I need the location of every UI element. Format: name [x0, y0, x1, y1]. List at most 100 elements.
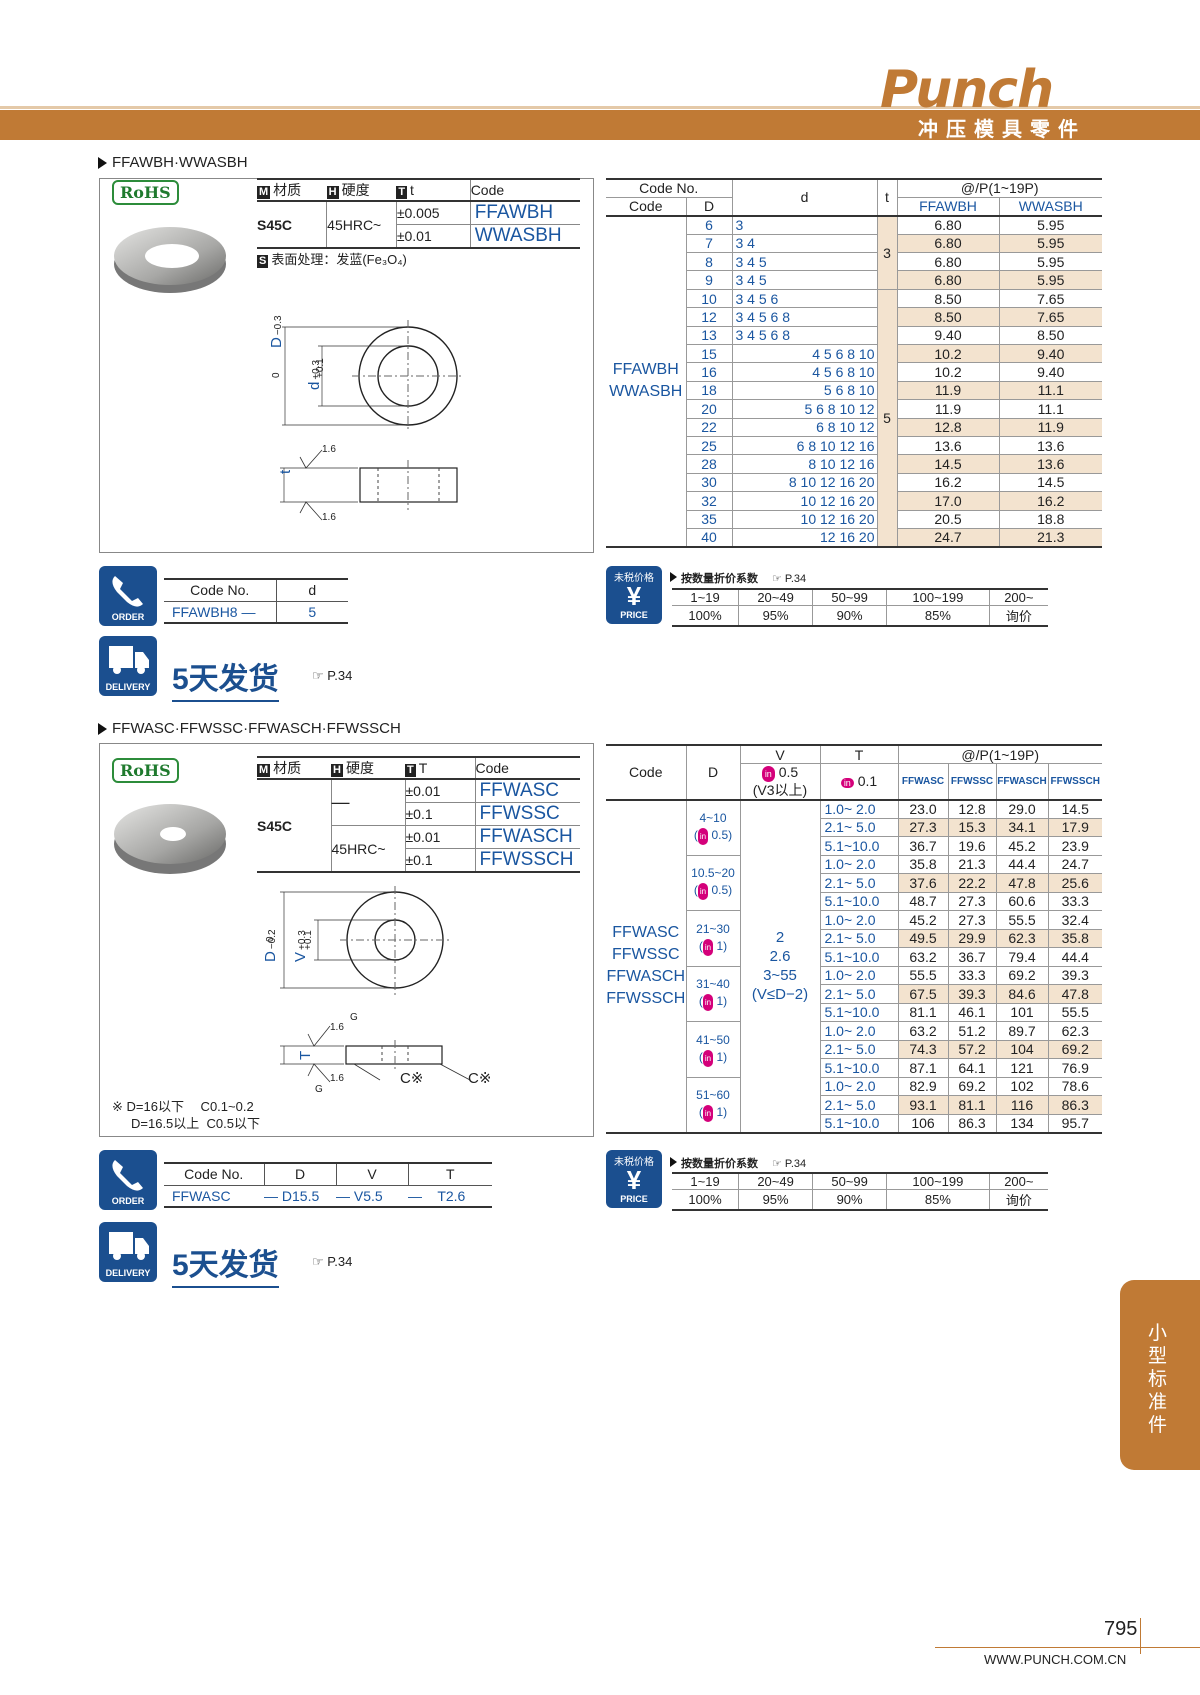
delivery-text: 5天发货: [172, 654, 279, 702]
order-v1: FFAWBH8 —: [172, 603, 256, 620]
qty-cell: 20~49: [738, 1173, 813, 1190]
material-value: S45C: [257, 201, 327, 249]
price-cell: 9.40: [998, 344, 1102, 364]
T-cell: 2.1~ 5.0: [819, 873, 898, 893]
price-cell: 67.5: [897, 984, 948, 1004]
price-cell: 37.6: [897, 873, 948, 893]
price-cell: 33.3: [947, 966, 996, 985]
price-cell: 32.4: [1047, 910, 1102, 930]
price-cell: 7.65: [998, 307, 1102, 327]
side-tab-label: 小型标准件: [1148, 1323, 1168, 1436]
price-cell: 49.5: [897, 929, 948, 948]
V-header: V: [739, 745, 820, 764]
price-cell: 86.3: [947, 1114, 996, 1134]
rate-cell: 95%: [738, 605, 813, 626]
T-cell: 2.1~ 5.0: [819, 818, 898, 837]
chamfer-note-1: ※ D=16以下 C0.1~0.2: [112, 1099, 254, 1114]
order-h2: D: [263, 1163, 336, 1186]
V-tol-bot: +0.1: [303, 930, 314, 950]
D-range-cell: 51~60(in 1): [685, 1077, 740, 1134]
price-cell: 95.7: [1047, 1114, 1102, 1134]
D-tol-top: 0: [265, 936, 276, 942]
price-cell: 27.3: [947, 892, 996, 911]
price-cell: 69.2: [1047, 1040, 1102, 1059]
d-cell: 8 10 12 16 20: [731, 473, 877, 493]
qty-cell: 200~: [988, 1173, 1048, 1190]
price-cell: 69.2: [947, 1077, 996, 1096]
D-cell: 30: [685, 473, 732, 493]
price-cell: 13.6: [998, 454, 1102, 474]
washer-drawing: [280, 320, 464, 521]
price-cell: 62.3: [995, 929, 1048, 948]
price-cell: 17.0: [896, 491, 999, 511]
price-cell: 5.95: [998, 252, 1102, 272]
code-header: Code: [474, 756, 580, 780]
t-cell: 3: [876, 215, 897, 290]
rough-top: 1.6: [322, 444, 336, 455]
price-cell: 64.1: [947, 1058, 996, 1078]
col-ffwssc: FFWSSC: [947, 763, 996, 801]
price-cell: 29.9: [947, 929, 996, 948]
price-cell: 55.5: [1047, 1003, 1102, 1022]
price-cell: 55.5: [995, 910, 1048, 930]
qty-cell: 1~19: [690, 590, 720, 605]
qty-cell: 200~: [988, 589, 1048, 606]
code-value: FFAWBH: [469, 201, 580, 225]
price-cell: 9.40: [998, 362, 1102, 382]
price-cell: 21.3: [998, 528, 1102, 548]
price-cell: 14.5: [1047, 799, 1102, 819]
rate-cell: 90%: [812, 1189, 887, 1210]
D-cell: 20: [685, 399, 732, 419]
T-cell: 2.1~ 5.0: [819, 1095, 898, 1115]
price-cell: 45.2: [995, 836, 1048, 856]
d-cell: 12 16 20: [731, 528, 877, 548]
price-cell: 5.95: [998, 234, 1102, 254]
rohs-badge: RoHS: [112, 758, 179, 783]
price-cell: 57.2: [947, 1040, 996, 1059]
side-tab[interactable]: [1120, 1280, 1200, 1470]
d-tol-bot: +0.1: [315, 358, 326, 378]
d-cell: 3 4 5 6: [731, 289, 877, 309]
D-cell: 7: [685, 234, 732, 254]
D-header: D: [685, 745, 740, 801]
price-cell: 81.1: [947, 1095, 996, 1115]
price-cell: 121: [995, 1058, 1048, 1078]
price-cell: 134: [995, 1114, 1048, 1134]
price-cell: 101: [995, 1003, 1048, 1022]
d-cell: 6 8 10 12 16: [731, 436, 877, 456]
D-cell: 13: [685, 326, 732, 346]
price-cell: 10.2: [896, 344, 999, 364]
d-cell: 3 4 5 6 8: [731, 326, 877, 346]
price-cell: 9.40: [896, 326, 999, 346]
T-cell: 1.0~ 2.0: [819, 1021, 898, 1041]
price-cell: 74.3: [897, 1040, 948, 1059]
rough-bottom: 1.6: [330, 1073, 344, 1084]
order-h1: Code No.: [164, 1163, 264, 1186]
T-cell: 2.1~ 5.0: [819, 984, 898, 1004]
washer-drawing: [280, 886, 471, 1083]
price-cell: 13.6: [896, 436, 999, 456]
order-v4: — T2.6: [408, 1187, 466, 1204]
price-cell: 5.95: [998, 270, 1102, 290]
col-wwasbh: WWASBH: [998, 197, 1102, 217]
code-no-header: Code No.: [606, 179, 732, 198]
hardness-value: 45HRC~: [330, 825, 405, 873]
order-h3: V: [335, 1163, 408, 1186]
